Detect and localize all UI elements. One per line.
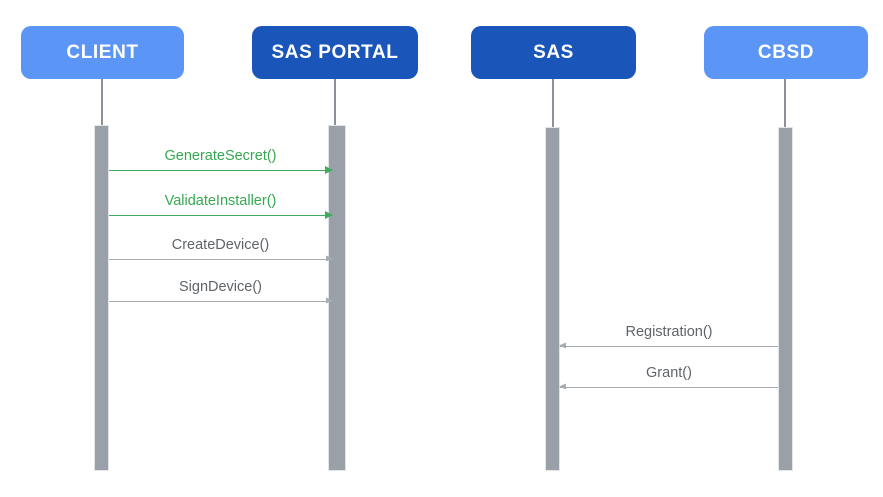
- activation-bar-sas[interactable]: [545, 127, 560, 471]
- participant-label-cbsd: CBSD: [757, 41, 815, 63]
- message-label-validate-installer: ValidateInstaller(): [164, 193, 277, 209]
- message-line-registration: [560, 346, 778, 347]
- message-label-generate-secret: GenerateSecret(): [164, 148, 277, 164]
- participant-label-sas: SAS: [533, 41, 574, 63]
- arrow-head-left-registration: [559, 342, 566, 349]
- message-line-validate-installer: [109, 215, 332, 216]
- activation-bar-cbsd[interactable]: [778, 127, 793, 471]
- participant-label-client: CLIENT: [66, 41, 139, 63]
- participant-box-sas[interactable]: SAS: [471, 26, 636, 79]
- participant-box-sas-portal[interactable]: SAS PORTAL: [252, 26, 418, 79]
- arrow-head-right-create-device: [326, 255, 333, 262]
- activation-bar-client[interactable]: [94, 125, 109, 471]
- message-line-create-device: [109, 259, 332, 260]
- lifeline-stem-sas-portal: [334, 79, 336, 125]
- arrow-head-right-validate-installer: [325, 211, 333, 219]
- arrow-head-right-sign-device: [326, 297, 333, 304]
- message-label-grant: Grant(): [646, 365, 692, 381]
- message-label-registration: Registration(): [625, 324, 713, 340]
- participant-label-sas-portal: SAS PORTAL: [271, 41, 399, 63]
- message-line-grant: [560, 387, 778, 388]
- arrow-head-left-grant: [559, 383, 566, 390]
- lifeline-stem-sas: [552, 79, 554, 127]
- message-line-sign-device: [109, 301, 332, 302]
- lifeline-stem-client: [101, 79, 103, 125]
- message-label-sign-device: SignDevice(): [179, 279, 262, 295]
- participant-box-cbsd[interactable]: CBSD: [704, 26, 868, 79]
- lifeline-stem-cbsd: [784, 79, 786, 127]
- participant-box-client[interactable]: CLIENT: [21, 26, 184, 79]
- message-line-generate-secret: [109, 170, 332, 171]
- message-label-create-device: CreateDevice(): [171, 237, 270, 253]
- arrow-head-right-generate-secret: [325, 166, 333, 174]
